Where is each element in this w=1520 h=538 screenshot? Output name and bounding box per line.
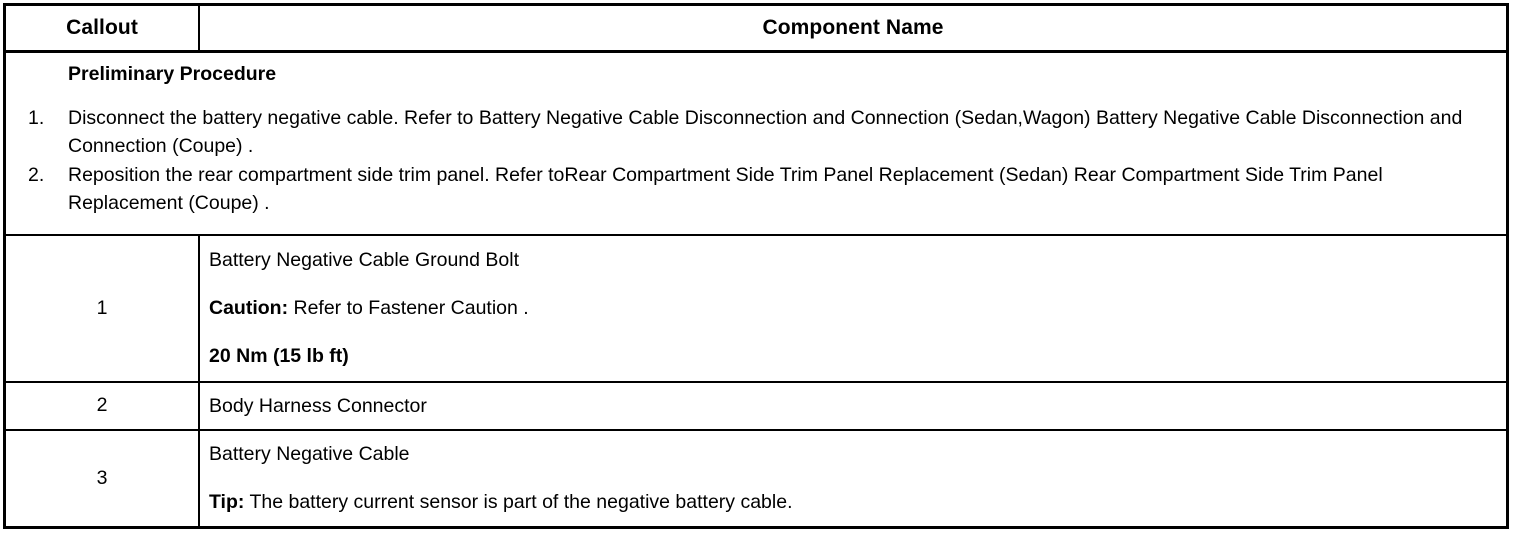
- preliminary-procedure-row: Preliminary Procedure Disconnect the bat…: [6, 51, 1506, 236]
- component-description: Battery Negative Cable Ground Bolt Cauti…: [199, 234, 1506, 383]
- preliminary-procedure-cell: Preliminary Procedure Disconnect the bat…: [6, 51, 1506, 236]
- column-header-component-name: Component Name: [199, 6, 1506, 53]
- torque-specification: 20 Nm (15 lb ft): [209, 345, 349, 368]
- preliminary-procedure-title: Preliminary Procedure: [68, 63, 277, 85]
- component-callout-table: Callout Component Name Preliminary Proce…: [3, 3, 1509, 529]
- tip-label: Tip:: [209, 491, 245, 514]
- component-description: Battery Negative Cable Tip: The battery …: [199, 430, 1506, 526]
- spec-table: Callout Component Name Preliminary Proce…: [6, 6, 1506, 526]
- tip-note: Tip: The battery current sensor is part …: [209, 489, 1498, 515]
- callout-number: 1: [6, 234, 200, 383]
- component-title: Battery Negative Cable Ground Bolt: [209, 248, 520, 271]
- tip-text: The battery current sensor is part of th…: [244, 491, 793, 514]
- table-row: 1 Battery Negative Cable Ground Bolt Cau…: [6, 234, 1506, 383]
- column-header-callout: Callout: [6, 6, 200, 53]
- table-row: 3 Battery Negative Cable Tip: The batter…: [6, 429, 1506, 526]
- component-title: Body Harness Connector: [209, 394, 427, 417]
- caution-note: Caution: Refer to Fastener Caution .: [209, 295, 1498, 321]
- preliminary-procedure-list: Disconnect the battery negative cable. R…: [6, 105, 1498, 217]
- caution-text: Refer to Fastener Caution .: [288, 297, 529, 320]
- caution-label: Caution:: [209, 297, 289, 320]
- list-item: Disconnect the battery negative cable. R…: [28, 105, 1463, 158]
- table-row: 2 Body Harness Connector: [6, 381, 1506, 431]
- component-description: Body Harness Connector: [199, 381, 1506, 431]
- callout-number: 3: [6, 429, 200, 526]
- table-header-row: Callout Component Name: [6, 6, 1506, 53]
- callout-number: 2: [6, 381, 200, 431]
- component-title: Battery Negative Cable: [209, 442, 410, 465]
- list-item: Reposition the rear compartment side tri…: [28, 162, 1383, 214]
